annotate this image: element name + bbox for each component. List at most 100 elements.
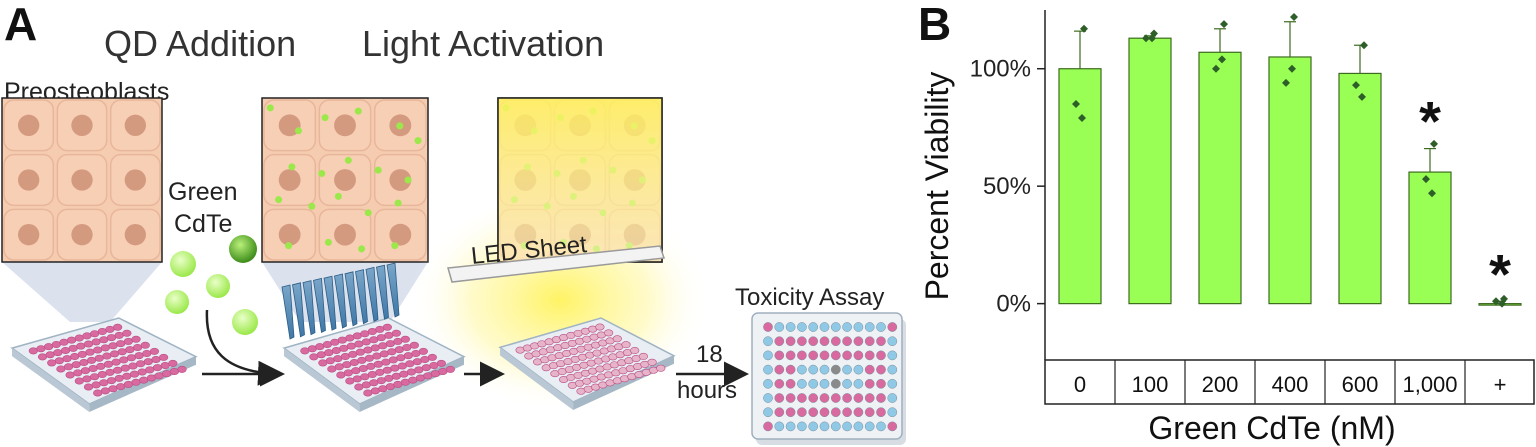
data-point	[1290, 13, 1298, 22]
internalized-qd	[394, 199, 402, 207]
cell-nucleus	[18, 224, 40, 246]
cell-nucleus	[18, 169, 40, 191]
data-point	[1428, 189, 1436, 198]
data-point	[1072, 99, 1080, 108]
data-point	[1212, 64, 1220, 73]
bar	[1268, 56, 1312, 305]
data-point	[1220, 20, 1228, 29]
data-point	[1148, 34, 1156, 43]
x-category-table: 0 100 200 400 600 1,000 +	[1044, 359, 1535, 405]
cell-culture-box-1	[1, 97, 163, 263]
y-tick-label: 50%	[983, 173, 1031, 200]
data-points	[1072, 13, 1508, 308]
x-category-label: 1,000	[1402, 372, 1457, 397]
cell-nucleus	[334, 169, 356, 191]
cell-nucleus	[389, 223, 412, 246]
quantum-dot	[165, 290, 189, 314]
internalized-qd	[266, 104, 274, 112]
significance-star: *	[1489, 242, 1511, 305]
x-category-label: 400	[1272, 372, 1309, 397]
assay-plate	[751, 312, 906, 445]
cell-nucleus	[278, 223, 301, 246]
qd-label-line1: Green	[168, 178, 237, 206]
internalized-qd	[318, 169, 326, 177]
bar	[1198, 51, 1242, 305]
cell-nucleus	[389, 169, 412, 191]
internalized-qd	[275, 196, 283, 204]
data-point	[1358, 92, 1366, 101]
internalized-qd	[358, 245, 366, 253]
cell-nucleus	[71, 114, 93, 136]
internalized-qd	[414, 137, 422, 145]
y-tick-label: 100%	[970, 56, 1031, 83]
cell-nucleus	[334, 114, 356, 137]
bar	[1058, 68, 1102, 305]
internalized-qd	[364, 209, 372, 217]
data-point	[1218, 55, 1226, 64]
internalized-qd	[288, 163, 296, 171]
x-category-label: +	[1494, 372, 1507, 397]
internalized-qd	[308, 202, 316, 210]
data-point	[1078, 114, 1086, 123]
panel-label-a: A	[4, 0, 37, 50]
x-category-label: 600	[1342, 372, 1379, 397]
panel-a-schematic: A QD Addition Light Activation Preosteob…	[1, 0, 906, 445]
data-point	[1422, 175, 1430, 184]
data-point	[1352, 81, 1360, 90]
cell-nucleus	[278, 169, 301, 191]
internalized-qd	[344, 156, 352, 164]
data-point	[1282, 78, 1290, 87]
y-axis: 0% 50% 100%	[970, 10, 1046, 360]
quantum-dot	[170, 251, 196, 277]
well-plate-3	[498, 317, 676, 410]
cell-nucleus	[124, 224, 146, 246]
y-axis-label: Percent Viability	[919, 72, 955, 301]
internalized-qd	[396, 122, 404, 130]
well-plate-1	[10, 317, 198, 412]
qd-label-line2: CdTe	[174, 210, 232, 238]
incubation-time-value: 18	[696, 341, 723, 368]
data-point	[1360, 41, 1368, 50]
internalized-qd	[404, 176, 412, 184]
cell-culture-box-2	[261, 97, 429, 263]
x-category-label: 0	[1074, 372, 1086, 397]
internalized-qd	[334, 192, 342, 200]
x-axis-label: Green CdTe (nM)	[1148, 410, 1395, 446]
cell-nucleus	[18, 114, 40, 136]
cell-nucleus	[124, 114, 146, 136]
significance-markers: **	[1419, 90, 1511, 306]
cell-nucleus	[71, 224, 93, 246]
incubation-time-unit: hours	[677, 377, 737, 404]
multichannel-pipette	[281, 262, 400, 340]
internalized-qd	[321, 114, 329, 122]
cell-nucleus	[334, 223, 356, 246]
y-tick-label: 0%	[996, 291, 1031, 318]
internalized-qd	[285, 242, 293, 250]
cell-nucleus	[124, 169, 146, 191]
internalized-qd	[324, 238, 332, 246]
significance-star: *	[1419, 90, 1441, 153]
internalized-qd	[295, 127, 303, 135]
toxicity-assay-label: Toxicity Assay	[735, 284, 884, 311]
data-point	[1430, 139, 1438, 148]
internalized-qd	[354, 107, 362, 115]
quantum-dot-large	[229, 235, 257, 263]
data-point	[1142, 34, 1150, 43]
x-category-label: 200	[1202, 372, 1239, 397]
step-title-qd-addition: QD Addition	[104, 23, 296, 64]
cell-culture-box-3	[497, 97, 663, 263]
internalized-qd	[391, 242, 399, 250]
data-point	[1492, 297, 1500, 306]
data-point	[1080, 24, 1088, 33]
bar	[1338, 72, 1382, 305]
projection-cone-1	[2, 262, 162, 322]
data-point	[1498, 299, 1506, 308]
panel-label-b: B	[918, 0, 951, 50]
category-table-frame	[1044, 359, 1535, 405]
x-category-label: 100	[1132, 372, 1169, 397]
well-plate-2	[282, 317, 466, 412]
quantum-dot	[206, 274, 230, 298]
step-title-light-activation: Light Activation	[362, 23, 604, 64]
data-point	[1288, 64, 1296, 73]
